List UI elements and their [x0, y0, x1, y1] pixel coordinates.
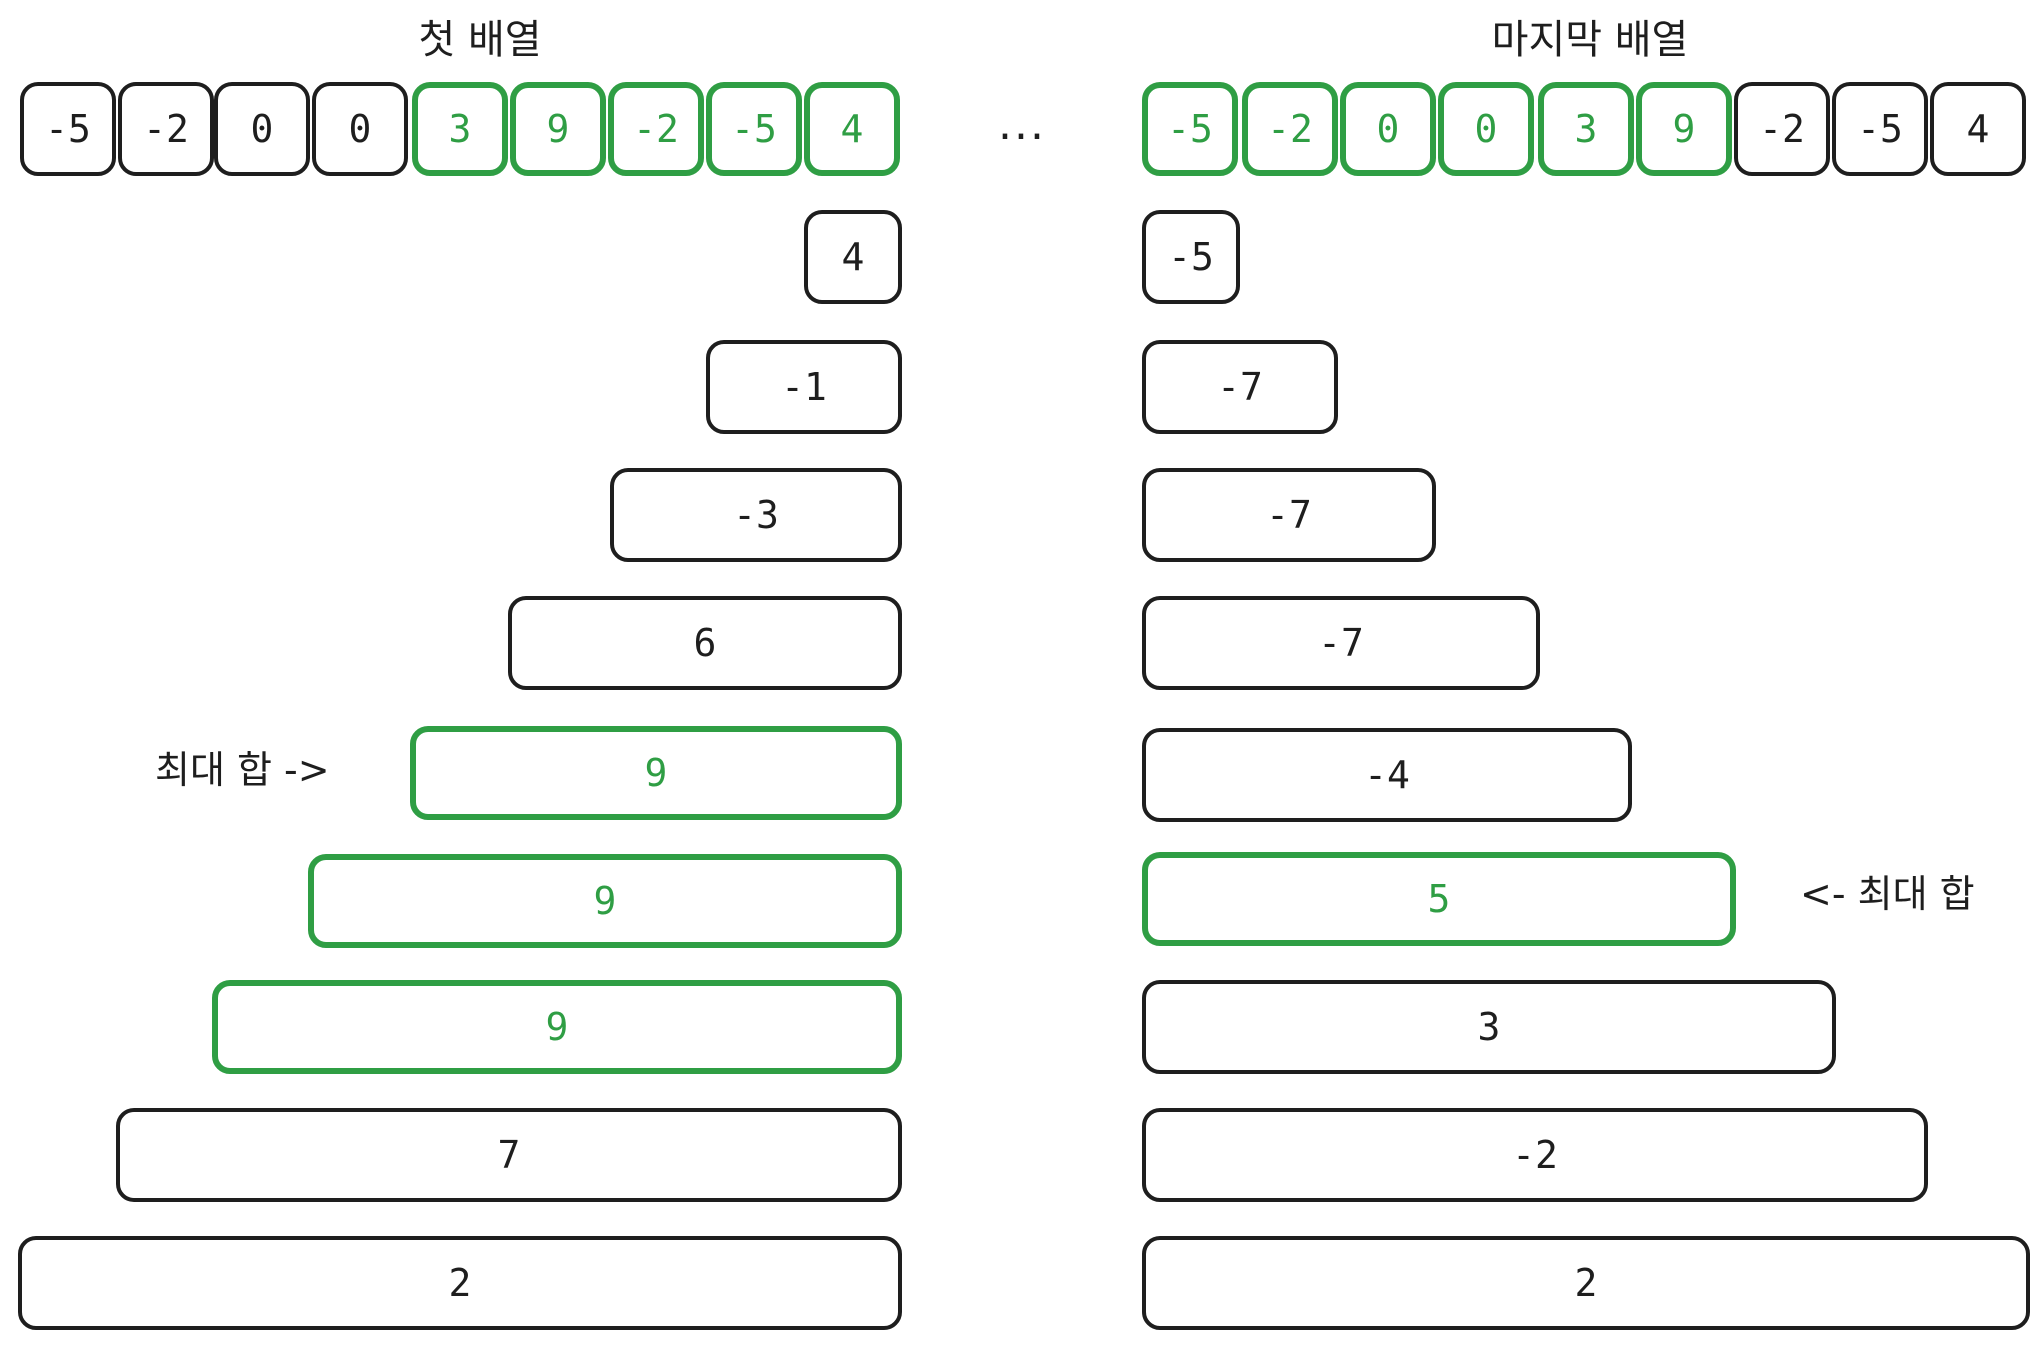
right-array-cell: -2 [1734, 82, 1830, 176]
right-title: 마지막 배열 [1491, 17, 1689, 63]
left-sum-box: 4 [804, 210, 902, 304]
right-array-cell: -5 [1832, 82, 1928, 176]
right-max-sum-label: <- 최대 합 [1800, 872, 1975, 916]
left-array-cell: 3 [412, 82, 508, 176]
left-max-sum-label: 최대 합 -> [155, 748, 330, 792]
left-sum-box: 9 [410, 726, 902, 820]
right-sum-box: -4 [1142, 728, 1632, 822]
right-sum-box: -7 [1142, 596, 1540, 690]
left-array-cell: -2 [118, 82, 214, 176]
right-array-cell: 0 [1438, 82, 1534, 176]
left-sum-box: 6 [508, 596, 902, 690]
left-sum-box: -3 [610, 468, 902, 562]
left-array-cell: -2 [608, 82, 704, 176]
right-sum-box: -2 [1142, 1108, 1928, 1202]
left-array-cell: 4 [804, 82, 900, 176]
right-sum-box: -7 [1142, 468, 1436, 562]
left-sum-box: 9 [308, 854, 902, 948]
right-array-cell: -5 [1142, 82, 1238, 176]
right-sum-box: 2 [1142, 1236, 2030, 1330]
right-sum-box: 3 [1142, 980, 1836, 1074]
right-array-cell: 3 [1538, 82, 1634, 176]
left-array-cell: 9 [510, 82, 606, 176]
left-sum-box: 9 [212, 980, 902, 1074]
left-array-cell: -5 [20, 82, 116, 176]
right-array-cell: -2 [1242, 82, 1338, 176]
left-array-cell: 0 [214, 82, 310, 176]
ellipsis: ... [998, 99, 1046, 150]
right-array-cell: 9 [1636, 82, 1732, 176]
right-array-cell: 4 [1930, 82, 2026, 176]
right-sum-box: -5 [1142, 210, 1240, 304]
right-sum-box: 5 [1142, 852, 1736, 946]
left-sum-box: 7 [116, 1108, 902, 1202]
right-array-cell: 0 [1340, 82, 1436, 176]
left-array-cell: -5 [706, 82, 802, 176]
left-sum-box: 2 [18, 1236, 902, 1330]
left-sum-box: -1 [706, 340, 902, 434]
left-title: 첫 배열 [418, 17, 542, 63]
left-array-cell: 0 [312, 82, 408, 176]
right-sum-box: -7 [1142, 340, 1338, 434]
